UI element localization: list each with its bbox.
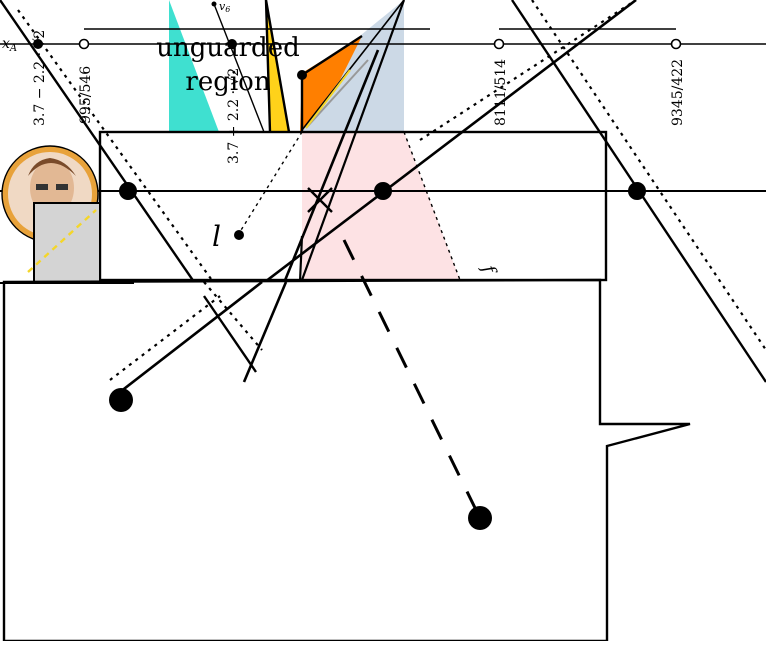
- axis-point-label: xA: [2, 36, 17, 54]
- axis-point-xA: [33, 39, 43, 49]
- diagonal-dotted-right-2: [419, 0, 637, 141]
- endpoint-right: [468, 506, 492, 530]
- diagonal-dotted-left: [17, 9, 263, 351]
- axis-tick-open-3: [670, 38, 682, 50]
- fan-line-gray: [305, 59, 369, 129]
- long-dashed-line: [342, 239, 480, 515]
- orange-vertex-point: [297, 70, 307, 80]
- diagonal-solid-left-front: [203, 295, 257, 373]
- vertex-v6-stem: [213, 3, 265, 133]
- fan-line-yellow: [305, 69, 351, 129]
- vertex-v6-label: v6: [219, 0, 230, 14]
- gold-wedge-outline: [264, 0, 291, 133]
- tick-label-3: 3.7 + 2.2 · √2: [226, 68, 242, 164]
- vis-dotted-2: [403, 131, 461, 281]
- speech-bubble-window: [2, 278, 691, 643]
- label-l: l: [212, 220, 221, 253]
- cross-marker: [307, 187, 333, 213]
- axis-tick-open-1: [78, 38, 90, 50]
- side-panel-dashed: [27, 209, 97, 273]
- fan-line-1: [300, 0, 406, 281]
- tick-label-5: 9345/422: [670, 59, 686, 126]
- region-label-line1: unguarded: [156, 33, 299, 63]
- orange-outline: [300, 34, 363, 132]
- fan-line-3: [301, 0, 405, 131]
- turquoise-wedge: [169, 0, 219, 132]
- vertex-middle: [374, 182, 392, 200]
- vertex-v6-point: [211, 1, 217, 7]
- tick-label-2: 995/546: [78, 66, 94, 124]
- axis-tick-open-2: [493, 38, 505, 50]
- point-l: [234, 230, 244, 240]
- diagonal-dotted-left-front: [203, 281, 263, 351]
- tick-label-4: 8111/514: [493, 59, 509, 126]
- diagonal-dotted-right-1: [531, 0, 766, 351]
- axis-tick-filled: [227, 39, 237, 49]
- tick-label-1: 3.7 − 2.2 · √2: [32, 30, 48, 126]
- diagonal-solid-right-2-front: [119, 280, 263, 394]
- fan-line-1-front: [298, 235, 304, 283]
- vis-dotted-1: [237, 131, 303, 236]
- orange-region: [300, 36, 362, 132]
- vertex-left: [119, 182, 137, 200]
- endpoint-left: [109, 388, 133, 412]
- label-f: f: [477, 261, 501, 279]
- region-label-line2: region: [185, 67, 270, 97]
- fan-line-2-front: [242, 281, 288, 383]
- vertex-right: [628, 182, 646, 200]
- side-panel: [33, 202, 101, 284]
